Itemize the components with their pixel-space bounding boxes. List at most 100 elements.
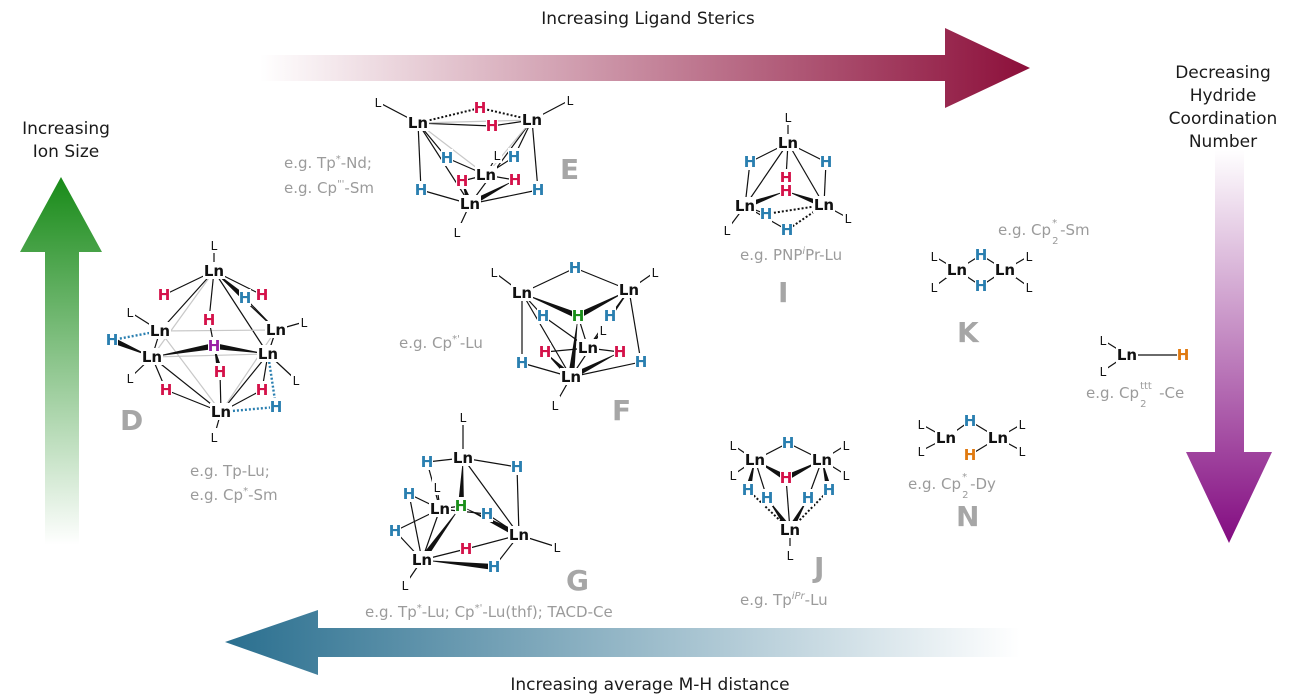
metal-atom: Ln (430, 500, 450, 518)
atom-backdrop (400, 576, 410, 593)
hydride-atom: H (474, 99, 487, 117)
atom-backdrop (780, 169, 792, 186)
label-F: F (612, 394, 632, 427)
metal-atom: Ln (412, 551, 432, 569)
hydride-atom: H (511, 458, 524, 476)
hydride-atom: H (975, 246, 988, 264)
atom-backdrop (239, 289, 251, 306)
metal-atom: Ln (150, 322, 170, 340)
right-axis-line4: Number (1188, 132, 1258, 152)
bond (159, 270, 215, 332)
atom-backdrop (256, 286, 268, 303)
atom-backdrop (780, 182, 792, 199)
atom-backdrop (511, 284, 533, 301)
ion-size-arrow (20, 177, 102, 545)
hydride-atom: H (975, 277, 988, 295)
ligand-atom: L (843, 439, 850, 453)
metal-atom: Ln (204, 262, 224, 280)
atom-backdrop (572, 307, 584, 324)
bond (789, 489, 830, 531)
wedge-bond (419, 506, 461, 562)
examples-J: e.g. TpiPr-Lu (740, 591, 828, 609)
hydride-atom: H (614, 343, 627, 361)
atom-backdrop (125, 303, 135, 320)
atom-backdrop (1177, 346, 1189, 363)
bond (417, 122, 422, 191)
atom-backdrop (509, 171, 521, 188)
atom-backdrop (975, 277, 987, 294)
bond (417, 119, 533, 124)
metal-atom: Ln (460, 195, 480, 213)
atom-backdrop (160, 381, 172, 398)
ligand-atom: L (567, 94, 574, 108)
hydride-atom: H (508, 148, 521, 166)
hydride-atom: H (160, 381, 173, 399)
ligand-atom: L (785, 111, 792, 125)
atom-backdrop (785, 546, 795, 563)
atom-backdrop (452, 223, 462, 240)
atom-backdrop (823, 481, 835, 498)
ligand-atom: L (652, 266, 659, 280)
examples-K: e.g. Cp*2-Sm (998, 218, 1090, 248)
atom-backdrop (452, 449, 474, 466)
label-G: G (566, 564, 589, 597)
hydride-atom: H (1177, 346, 1190, 364)
ligand-atom: L (730, 469, 737, 483)
atom-backdrop (777, 134, 799, 151)
ligand-atom: L (918, 418, 925, 432)
hydride-atom: H (780, 182, 793, 200)
atom-backdrop (1024, 278, 1034, 295)
atom-backdrop (744, 451, 766, 468)
hydride-atom: H (516, 354, 529, 372)
examples-N: e.g. Cp*2-Dy (908, 472, 996, 502)
hydride-atom: H (403, 485, 416, 503)
atom-backdrop (492, 146, 502, 163)
ligand-atom: L (1026, 281, 1033, 295)
atom-backdrop (474, 99, 486, 116)
atom-backdrop (208, 337, 220, 354)
ligand-atom: L (402, 579, 409, 593)
atom-backdrop (760, 205, 772, 222)
bond (531, 119, 539, 191)
wedge-bond (458, 458, 464, 507)
atom-backdrop (429, 500, 451, 517)
atom-backdrop (489, 263, 499, 280)
metal-atom: Ln (745, 451, 765, 469)
hydride-atom: H (256, 286, 269, 304)
atom-backdrop (916, 442, 926, 459)
atom-backdrop (728, 436, 738, 453)
atom-backdrop (486, 117, 498, 134)
hydride-atom: H (539, 343, 552, 361)
metal-atom: Ln (988, 429, 1008, 447)
atom-backdrop (141, 348, 163, 365)
right-axis-line1: Decreasing (1175, 63, 1271, 83)
ligand-atom: L (845, 212, 852, 226)
label-N: N (956, 500, 980, 533)
ligand-atom: L (730, 439, 737, 453)
metal-atom: Ln (778, 134, 798, 152)
hydride-atom: H (158, 286, 171, 304)
label-K: K (957, 316, 979, 349)
hydride-atom: H (782, 434, 795, 452)
wedge-bond (213, 343, 268, 354)
atom-backdrop (257, 345, 279, 362)
hydride-atom: H (214, 363, 227, 381)
atom-backdrop (537, 307, 549, 324)
atom-backdrop (1098, 362, 1108, 379)
atom-backdrop (270, 398, 282, 415)
ligand-atom: L (301, 316, 308, 330)
atom-backdrop (550, 396, 560, 413)
ligand-atom: L (375, 96, 382, 110)
atom-backdrop (203, 262, 225, 279)
atom-backdrop (149, 322, 171, 339)
ligand-sterics-arrow (260, 28, 1030, 108)
hydride-atom: H (820, 153, 833, 171)
ligand-atom: L (1019, 418, 1026, 432)
atom-backdrop (779, 521, 801, 538)
atom-backdrop (210, 403, 232, 420)
atom-backdrop (532, 181, 544, 198)
